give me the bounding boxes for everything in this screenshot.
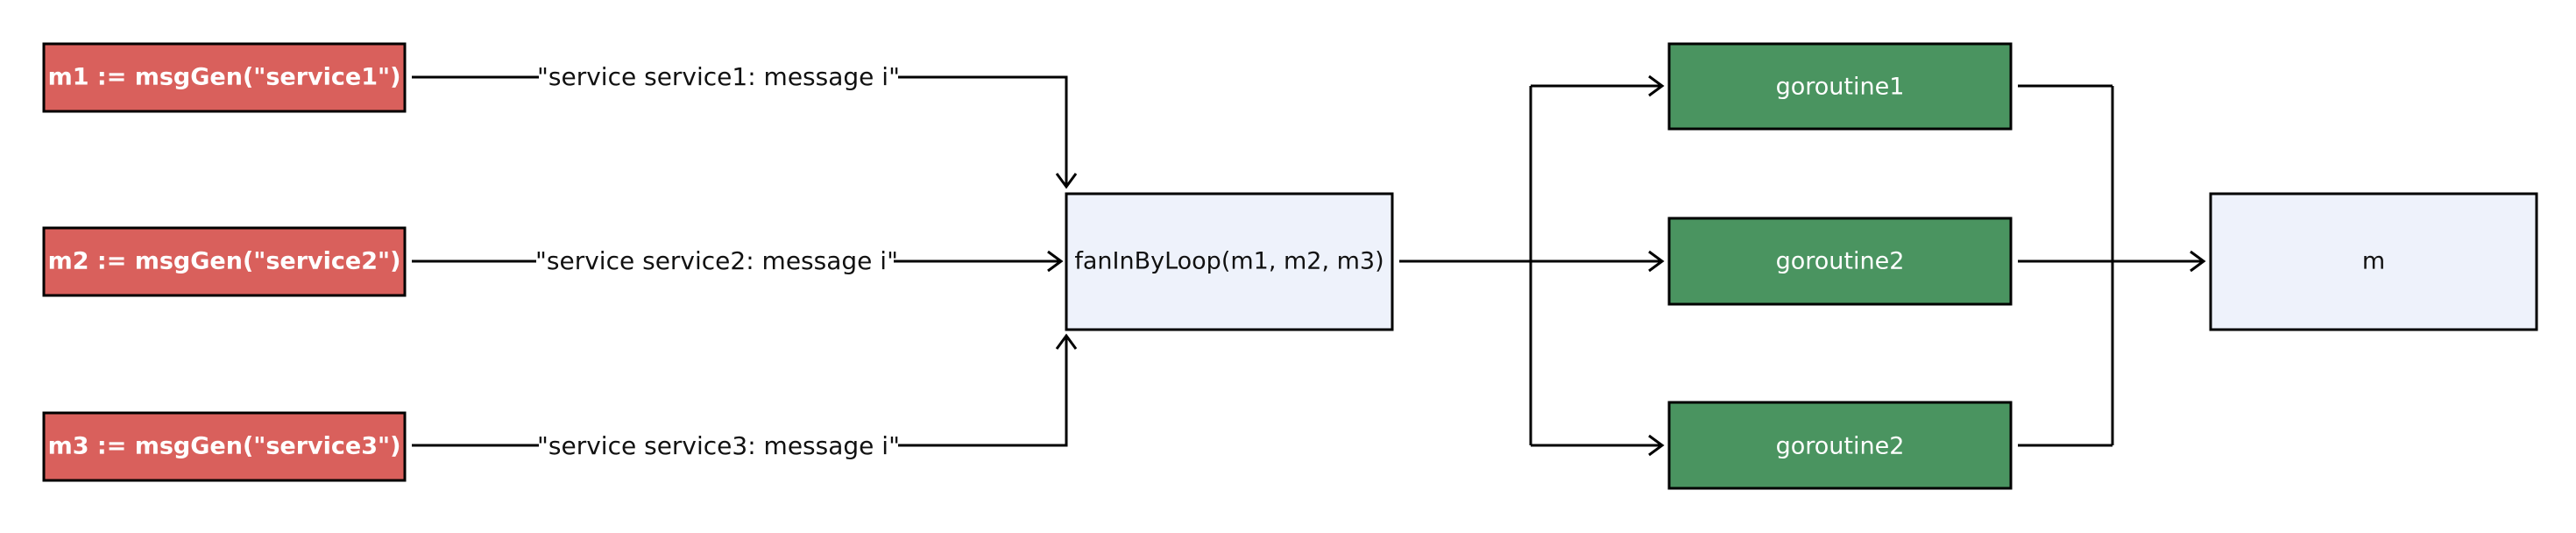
source-box-2 bbox=[42, 226, 407, 297]
edge-line bbox=[898, 75, 1068, 185]
source-node-2: m2 := msgGen("service2") bbox=[42, 226, 407, 297]
edges-workers-output bbox=[2018, 84, 2206, 447]
source-box-3 bbox=[42, 411, 407, 482]
source-node-1: m1 := msgGen("service1") bbox=[42, 42, 407, 113]
arrowhead-icon bbox=[2190, 250, 2206, 273]
edge-label-1: "service service1: message i" bbox=[537, 62, 900, 91]
arrowhead-icon bbox=[1047, 250, 1064, 273]
arrowhead-icon bbox=[1648, 75, 1665, 97]
source-label-3: m3 := msgGen("service3") bbox=[48, 433, 401, 460]
edge-line bbox=[898, 338, 1068, 447]
source-label-1: m1 := msgGen("service1") bbox=[48, 64, 401, 91]
edge-label-2: "service service2: message i" bbox=[535, 246, 898, 275]
edge-source2-fanin: "service service2: message i" bbox=[412, 246, 1064, 275]
arrowhead-icon bbox=[1055, 333, 1078, 350]
worker-box-1 bbox=[1667, 42, 2013, 131]
arrowhead-icon bbox=[1055, 173, 1078, 189]
worker-label-1: goroutine1 bbox=[1776, 74, 1905, 101]
fanin-box bbox=[1065, 192, 1394, 331]
arrowhead-icon bbox=[1648, 250, 1665, 273]
source-node-3: m3 := msgGen("service3") bbox=[42, 411, 407, 482]
worker-label-2: goroutine2 bbox=[1776, 248, 1905, 275]
output-node: m bbox=[2209, 192, 2538, 331]
source-label-2: m2 := msgGen("service2") bbox=[48, 248, 401, 275]
worker-node-3: goroutine2 bbox=[1667, 401, 2013, 490]
edges-fanin-workers bbox=[1399, 75, 1665, 457]
fanin-label: fanInByLoop(m1, m2, m3) bbox=[1074, 248, 1384, 275]
worker-box-2 bbox=[1667, 217, 2013, 306]
worker-box-3 bbox=[1667, 401, 2013, 490]
fanin-node: fanInByLoop(m1, m2, m3) bbox=[1065, 192, 1394, 331]
arrowhead-icon bbox=[1648, 434, 1665, 457]
edge-label-3: "service service3: message i" bbox=[537, 431, 900, 460]
output-label: m bbox=[2362, 248, 2385, 275]
edge-source3-fanin: "service service3: message i" bbox=[412, 333, 1078, 460]
worker-node-2: goroutine2 bbox=[1667, 217, 2013, 306]
worker-node-1: goroutine1 bbox=[1667, 42, 2013, 131]
edge-source1-fanin: "service service1: message i" bbox=[412, 62, 1078, 189]
source-box-1 bbox=[42, 42, 407, 113]
output-box bbox=[2209, 192, 2538, 331]
worker-label-3: goroutine2 bbox=[1776, 433, 1905, 460]
